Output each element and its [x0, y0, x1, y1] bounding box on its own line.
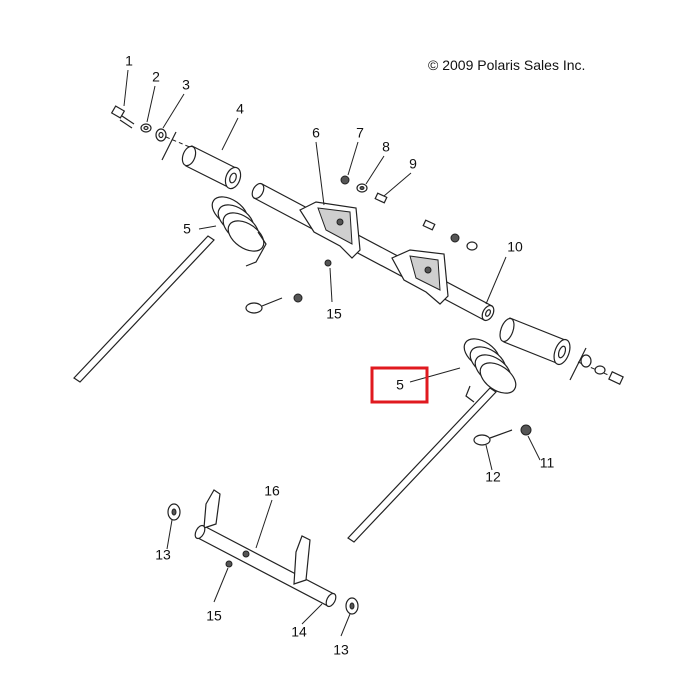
- callout-16: 16: [264, 483, 280, 499]
- part-5-spring-left: [73, 196, 267, 383]
- callout-1: 1: [125, 53, 133, 69]
- part-15-screw-upper: [324, 259, 332, 267]
- hardware-cluster-right: [422, 219, 478, 251]
- break-mark-upper-left: [161, 131, 177, 161]
- axis-line-upper-left: [165, 136, 193, 149]
- hardware-right-end: [580, 354, 624, 385]
- part-4-bushing: [181, 145, 242, 190]
- break-mark-right: [569, 347, 587, 381]
- part-11-nut: [520, 424, 532, 436]
- callout-15-lower: 15: [206, 608, 222, 624]
- callout-12: 12: [485, 469, 501, 485]
- callout-14: 14: [291, 624, 307, 640]
- callout-2: 2: [152, 69, 160, 85]
- callout-11: 11: [540, 455, 555, 471]
- part-5-spring-right: [347, 338, 517, 543]
- leader-lines: [123, 69, 541, 637]
- callout-8: 8: [382, 139, 390, 155]
- copyright-text: © 2009 Polaris Sales Inc.: [428, 57, 585, 73]
- part-2-washer: [140, 123, 152, 133]
- eyebolt-upper: [245, 293, 303, 314]
- bushing-right: [499, 317, 571, 366]
- part-8-nut: [356, 183, 368, 193]
- callout-4: 4: [236, 101, 244, 117]
- part-15-screw-lower: [225, 560, 233, 568]
- part-13-washer-left: [167, 503, 181, 521]
- callout-10: 10: [507, 239, 523, 255]
- callout-5-upper: 5: [183, 221, 191, 237]
- part-13-washer-right: [345, 597, 359, 615]
- callout-9: 9: [409, 156, 417, 172]
- callout-highlight-box: [370, 366, 429, 404]
- part-10-shaft: [251, 182, 495, 322]
- callout-7: 7: [356, 125, 364, 141]
- part-9-bolt: [374, 192, 388, 204]
- callout-15-upper: 15: [326, 306, 342, 322]
- bracket-right: [391, 249, 449, 305]
- callout-13-left: 13: [155, 547, 171, 563]
- part-7-nut: [340, 175, 350, 185]
- callout-13-right: 13: [333, 642, 349, 658]
- callout-labels: 1 2 3 4 5 6 7 8 9 10 15 5 11 12 16 13 15…: [125, 53, 554, 658]
- callout-6: 6: [312, 125, 320, 141]
- callout-3: 3: [182, 77, 190, 93]
- part-12-eyebolt: [473, 429, 513, 446]
- part-16-shaft: [194, 489, 337, 608]
- part-1-bolt: [110, 105, 135, 129]
- part-6-bracket: [299, 201, 361, 259]
- part-3-washer: [155, 128, 167, 142]
- callout-5-highlighted: 5: [396, 377, 404, 393]
